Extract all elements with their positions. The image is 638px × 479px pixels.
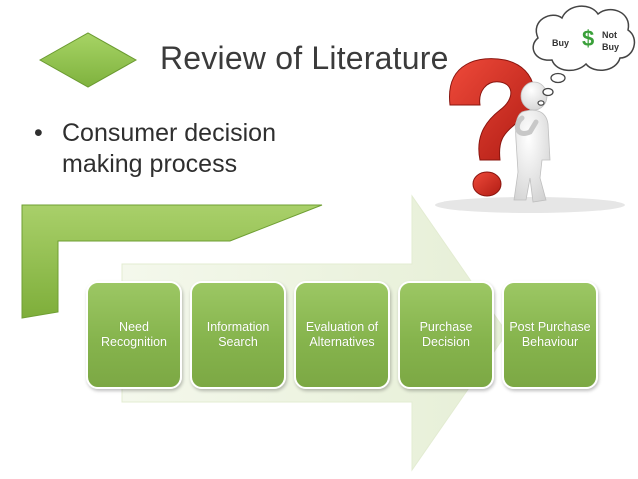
- green-bracket-shape: [21, 204, 323, 319]
- step-information-search: Information Search: [190, 281, 286, 389]
- question-mark-thinking-figure: Buy $ Not Buy: [435, 5, 636, 213]
- bullet-text: Consumer decision making process: [62, 119, 276, 178]
- bubble-word-not: Not: [602, 30, 617, 40]
- step-label: Information Search: [206, 320, 270, 349]
- step-need-recognition: Need Recognition: [86, 281, 182, 389]
- bullet-dot: •: [34, 119, 43, 147]
- step-label: Post Purchase Behaviour: [509, 320, 591, 349]
- step-label: Evaluation of Alternatives: [305, 320, 379, 349]
- slide-title: Review of Literature: [160, 40, 449, 76]
- green-diamond-shape: [38, 32, 138, 88]
- question-mark-icon: [449, 58, 535, 197]
- bubble-word-buy-2: Buy: [602, 42, 619, 52]
- bubble-word-buy: Buy: [552, 38, 569, 48]
- bullet-item: • Consumer decision making process: [34, 118, 314, 180]
- thought-bubble-icon: Buy $ Not Buy: [532, 5, 636, 106]
- step-label: Purchase Decision: [419, 320, 473, 349]
- process-steps: Need Recognition Information Search Eval…: [86, 281, 598, 389]
- step-post-purchase-behaviour: Post Purchase Behaviour: [502, 281, 598, 389]
- dollar-icon: $: [582, 26, 594, 51]
- step-evaluation-of-alternatives: Evaluation of Alternatives: [294, 281, 390, 389]
- floor-shadow: [435, 197, 625, 213]
- step-label: Need Recognition: [100, 320, 167, 349]
- step-purchase-decision: Purchase Decision: [398, 281, 494, 389]
